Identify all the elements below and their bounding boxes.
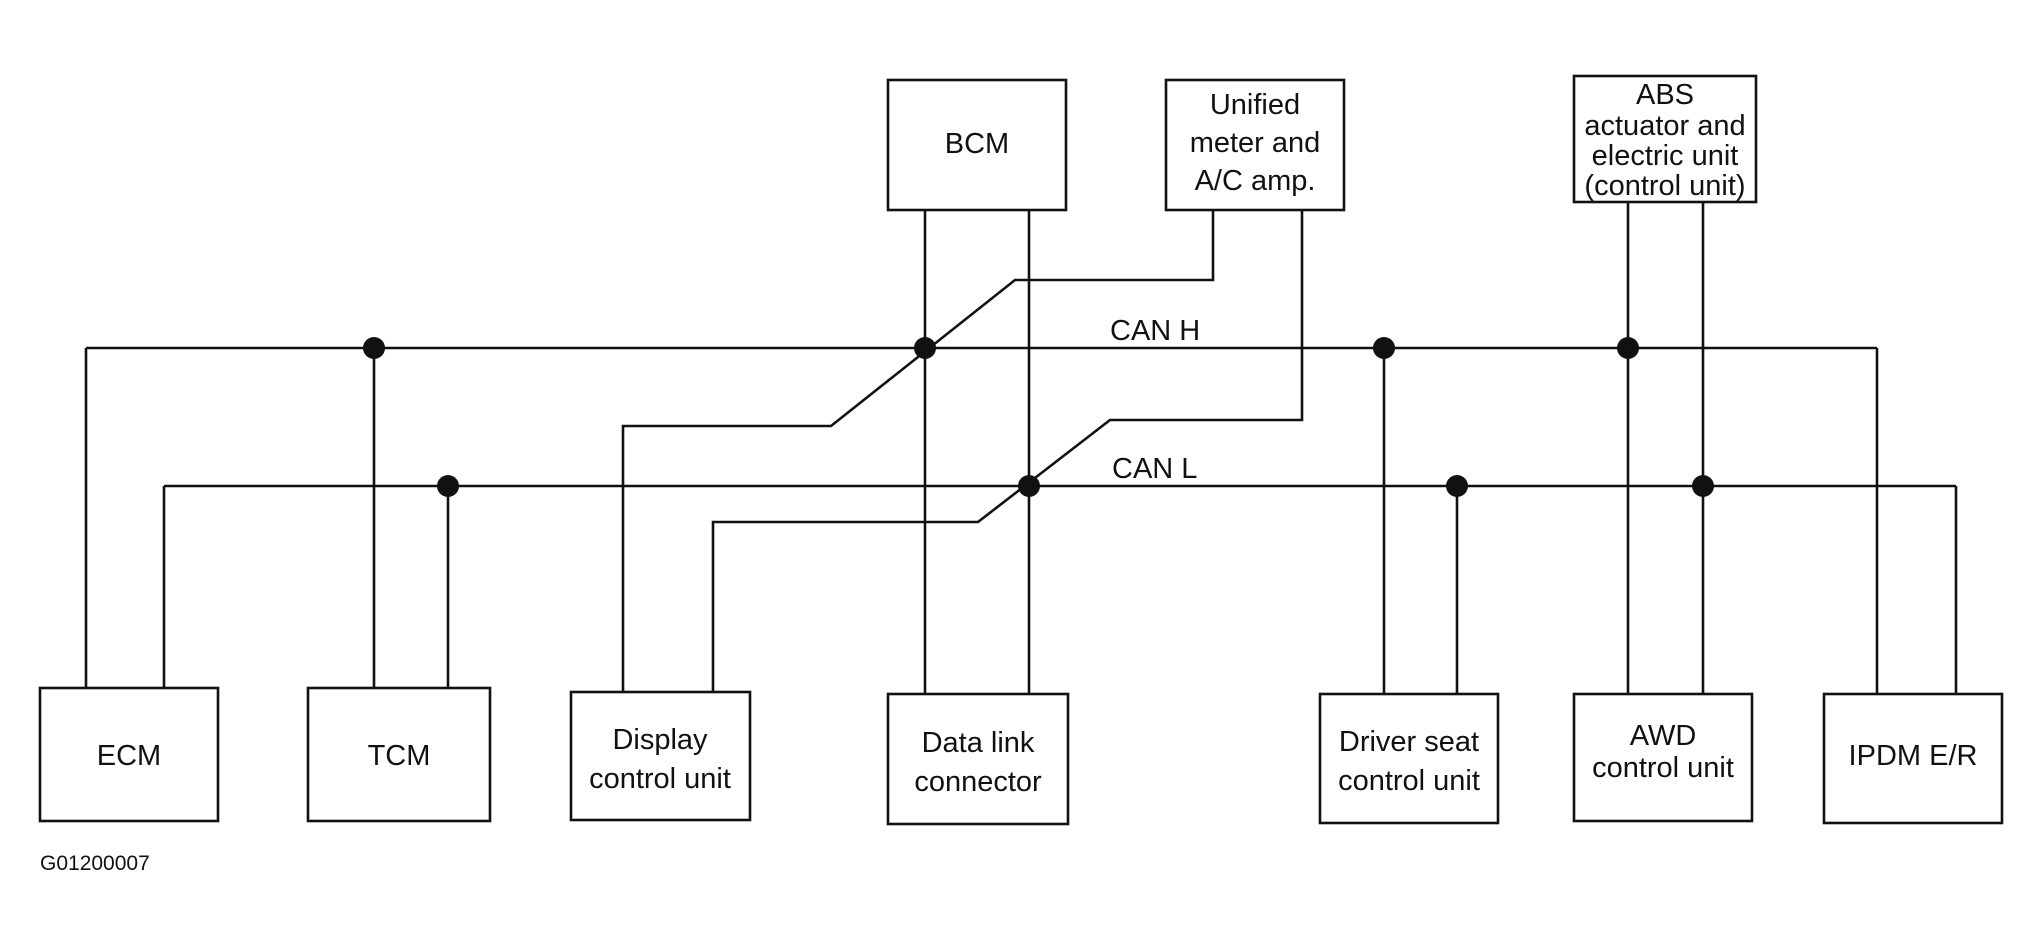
unit-abs: ABS actuator and electric unit (control … [1572, 74, 1758, 204]
unit-label: ECM [97, 740, 161, 772]
unit-label: meter and [1190, 127, 1321, 159]
unit-ecm: ECM [38, 686, 220, 823]
unit-label: (control unit) [1584, 170, 1745, 202]
unit-label: IPDM E/R [1849, 740, 1978, 772]
junction-dot [1373, 337, 1395, 359]
unit-label: ABS [1636, 79, 1694, 111]
unit-label: AWD [1630, 720, 1697, 752]
junction-dot [1018, 475, 1040, 497]
unit-label: Data link [922, 727, 1035, 759]
junction-dot [1692, 475, 1714, 497]
unit-driver-seat-control: Driver seat control unit [1318, 692, 1500, 825]
unit-label: electric unit [1592, 140, 1739, 172]
unit-label: connector [914, 766, 1042, 798]
unit-ipdm-er: IPDM E/R [1822, 692, 2004, 825]
junction-dot [437, 475, 459, 497]
unit-tcm: TCM [306, 686, 492, 823]
unit-label: A/C amp. [1195, 165, 1316, 197]
junction-dots [363, 337, 1714, 497]
unit-display-control: Display control unit [569, 690, 752, 822]
junction-dot [914, 337, 936, 359]
drop-wires [84, 202, 1958, 694]
unit-label: actuator and [1584, 110, 1745, 142]
unit-label: Unified [1210, 89, 1300, 121]
junction-dot [1446, 475, 1468, 497]
unit-label: control unit [1592, 752, 1734, 784]
unit-data-link-connector: Data link connector [886, 692, 1070, 826]
unit-label: Display [612, 724, 708, 756]
unit-label: Driver seat [1339, 726, 1479, 758]
unit-label: control unit [589, 763, 731, 795]
unit-label: TCM [368, 740, 431, 772]
unit-awd-control: AWD control unit [1572, 692, 1754, 823]
figure-code: G01200007 [40, 852, 150, 875]
unit-bcm: BCM [886, 78, 1068, 212]
junction-dot [363, 337, 385, 359]
junction-dot [1617, 337, 1639, 359]
can-h-label: CAN H [1110, 315, 1200, 347]
unit-label: control unit [1338, 765, 1480, 797]
can-l-label: CAN L [1112, 453, 1197, 485]
unit-unified-meter: Unified meter and A/C amp. [1164, 78, 1346, 212]
unit-label: BCM [945, 128, 1009, 160]
